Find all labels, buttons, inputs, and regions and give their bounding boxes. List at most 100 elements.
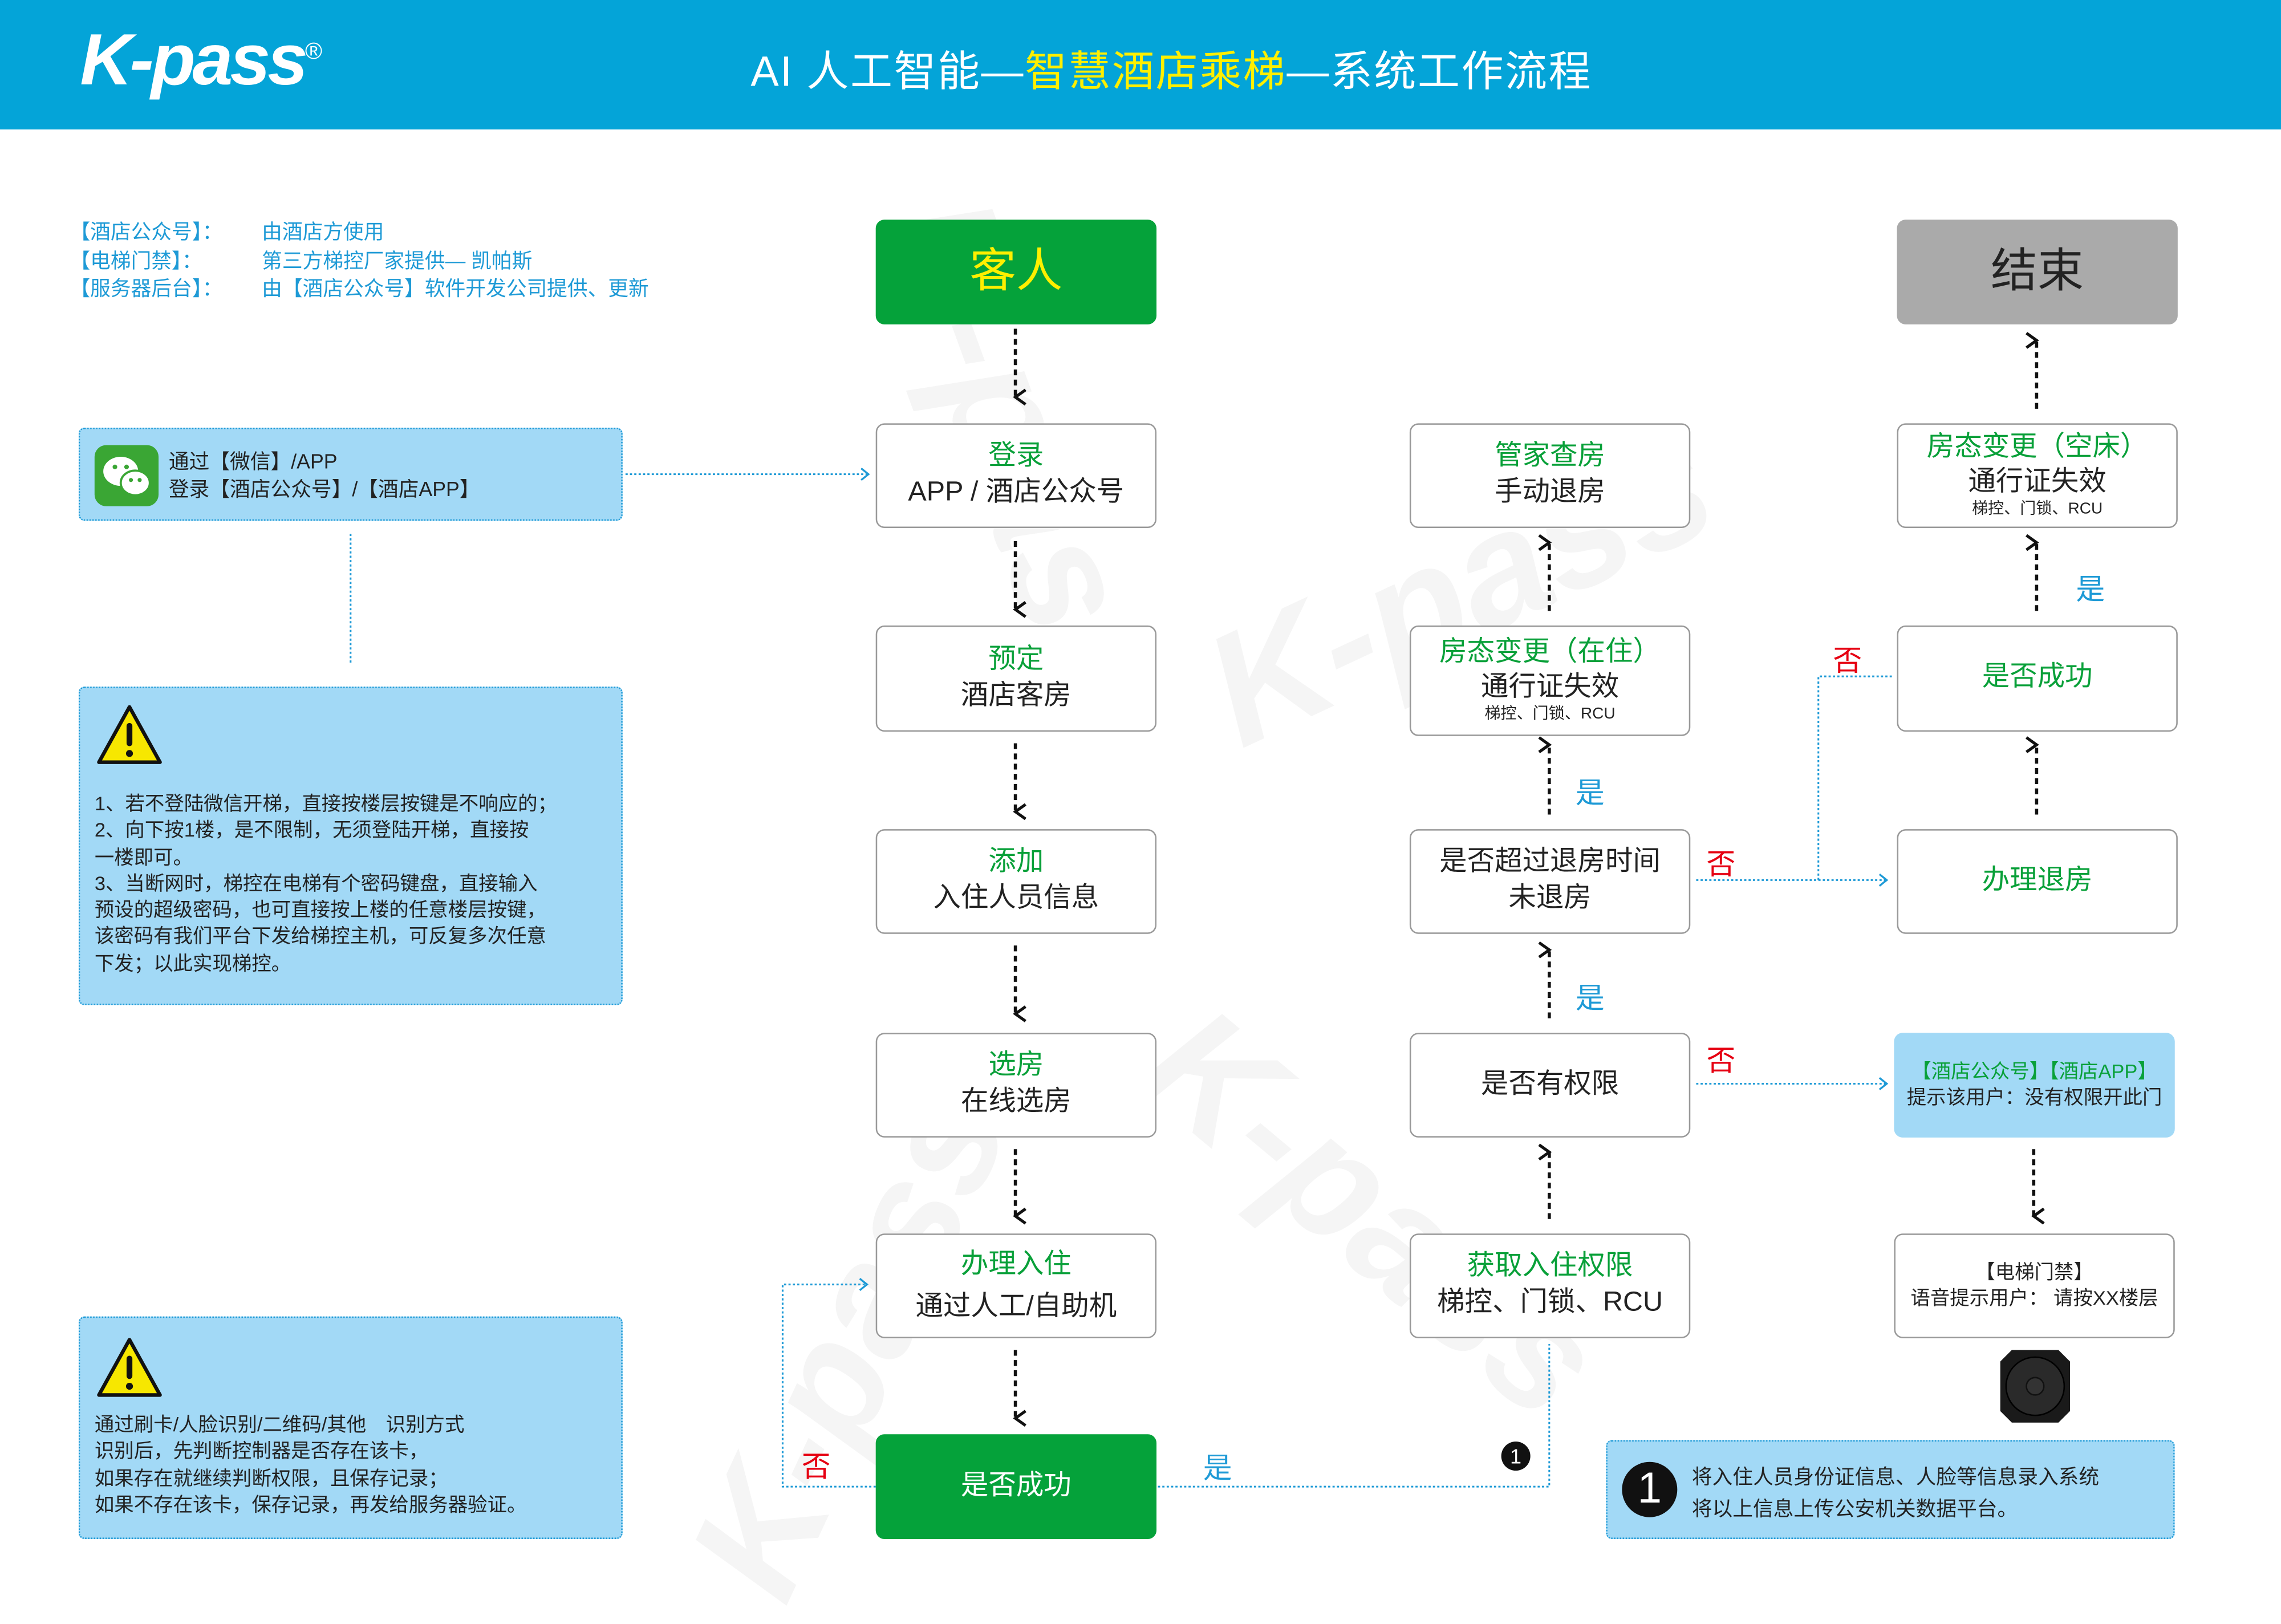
- registered-mark: ®: [305, 39, 322, 65]
- warning-note-recognition: 通过刷卡/人脸识别/二维码/其他 识别方式 识别后，先判断控制器是否存在该卡， …: [78, 1316, 623, 1539]
- node-get-permission: 获取入住权限梯控、门锁、RCU: [1409, 1233, 1691, 1338]
- header-bar: K-pass® AI 人工智能—智慧酒店乘梯—系统工作流程: [0, 0, 2281, 130]
- arrow-retry: [781, 1278, 876, 1488]
- note-line: 该密码有我们平台下发给梯控主机，可反复多次任意: [94, 925, 546, 948]
- connector-no: [1817, 675, 1894, 880]
- note-line: 如果存在就继续判断权限，且保存记录；: [94, 1467, 448, 1489]
- node-checkout: 办理退房: [1897, 829, 2178, 934]
- node-checkout-success: 是否成功: [1897, 625, 2178, 732]
- label-no: 否: [1706, 1046, 1736, 1078]
- legend-key: 【服务器后台】：: [70, 276, 223, 300]
- legend-row: 【酒店公众号】： 由酒店方使用: [70, 217, 384, 246]
- node-subtitle: 通行证失效: [1480, 672, 1620, 703]
- note-line: 通过刷卡/人脸识别/二维码/其他 识别方式: [94, 1414, 465, 1436]
- legend-value: 第三方梯控厂家提供— 凯帕斯: [262, 249, 533, 273]
- warning-icon: [97, 705, 162, 764]
- node-subtitle: 酒店客房: [960, 680, 1071, 711]
- step-marker: 1: [1501, 1442, 1531, 1471]
- legend-row: 【服务器后台】： 由【酒店公众号】软件开发公司提供、更新: [70, 274, 648, 303]
- node-permission-check: 是否有权限: [1409, 1033, 1691, 1138]
- node-no-permission-prompt: 【酒店公众号】【酒店APP】提示该用户：没有权限开此门: [1894, 1033, 2175, 1138]
- footnote-box: 1 将入住人员身份证信息、人脸等信息录入系统 将以上信息上传公安机关数据平台。: [1606, 1440, 2175, 1539]
- legend-key: 【电梯门禁】：: [70, 249, 202, 273]
- speaker-icon: [2000, 1350, 2071, 1423]
- node-add-guest: 添加入住人员信息: [875, 829, 1157, 934]
- label-yes: 是: [1575, 778, 1605, 810]
- node-title: 管家查房: [1495, 441, 1606, 472]
- node-end: 结束: [1897, 220, 2178, 324]
- title-prefix: AI 人工智能—: [750, 49, 1025, 96]
- node-elevator-voice: 【电梯门禁】语音提示用户： 请按XX楼层: [1894, 1233, 2175, 1338]
- wechat-login-note: 通过【微信】/APP 登录【酒店公众号】/【酒店APP】: [78, 427, 623, 521]
- node-title: 登录: [988, 441, 1044, 472]
- label-no: 否: [801, 1451, 831, 1484]
- wechat-icon: [94, 445, 159, 506]
- note-line: 识别后，先判断控制器是否存在该卡，: [94, 1440, 429, 1463]
- note-line: 1、若不登陆微信开梯，直接按楼层按键是不响应的；: [94, 793, 558, 815]
- label-no: 否: [1706, 849, 1736, 882]
- node-subtitle: 在线选房: [960, 1086, 1071, 1118]
- node-title: 房态变更（在住）: [1439, 638, 1661, 668]
- note-line: 预设的超级密码，也可直接按上楼的任意楼层按键，: [94, 899, 546, 921]
- node-book: 预定酒店客房: [875, 625, 1157, 732]
- node-subtitle: 通过人工/自助机: [915, 1292, 1117, 1322]
- title-highlight: 智慧酒店乘梯: [1025, 49, 1287, 96]
- warning-note-elevator: 1、若不登陆微信开梯，直接按楼层按键是不响应的； 2、向下按1楼，是不限制，无须…: [78, 687, 623, 1005]
- note-line: 一楼即可。: [94, 846, 193, 868]
- node-label: 结束: [1991, 245, 2084, 297]
- node-status-vacant: 房态变更（空床）通行证失效梯控、门锁、RCU: [1897, 423, 2178, 529]
- label-yes: 是: [1203, 1453, 1232, 1485]
- page-title: AI 人工智能—智慧酒店乘梯—系统工作流程: [750, 38, 1592, 99]
- node-subtitle: APP / 酒店公众号: [908, 477, 1125, 508]
- note-line: 2、向下按1楼，是不限制，无须登陆开梯，直接按: [94, 819, 529, 842]
- kpass-logo: K-pass®: [80, 18, 322, 102]
- legend-value: 由酒店方使用: [262, 220, 384, 243]
- node-subtitle: 语音提示用户： 请按XX楼层: [1910, 1287, 2158, 1309]
- node-label: 是否成功: [960, 1470, 1071, 1501]
- node-label: 是否成功: [1982, 662, 2093, 693]
- node-label: 客人: [969, 245, 1063, 297]
- note-line: 下发；以此实现梯控。: [94, 952, 291, 975]
- node-subtitle: 手动退房: [1495, 477, 1606, 508]
- note-line: 如果不存在该卡，保存记录，再发给服务器验证。: [94, 1493, 527, 1516]
- node-subtitle: 提示该用户：没有权限开此门: [1906, 1086, 2162, 1109]
- node-subtitle: 梯控、门锁、RCU: [1437, 1287, 1663, 1318]
- node-title: 房态变更（空床）: [1926, 432, 2148, 464]
- node-detail: 梯控、门锁、RCU: [1972, 500, 2103, 518]
- node-overdue-check: 是否超过退房时间未退房: [1409, 829, 1691, 934]
- label-yes: 是: [2076, 574, 2105, 607]
- node-subtitle: 入住人员信息: [933, 883, 1099, 914]
- node-status-occupied: 房态变更（在住） 通行证失效梯控、门锁、RCU: [1409, 625, 1691, 736]
- node-title: 办理入住: [960, 1249, 1071, 1280]
- note-line: 将以上信息上传公安机关数据平台。: [1691, 1496, 2018, 1520]
- node-title: 添加: [988, 847, 1044, 878]
- node-subtitle: 通行证失效: [1968, 467, 2107, 498]
- title-suffix: —系统工作流程: [1286, 49, 1593, 96]
- node-checkin: 办理入住通过人工/自助机: [875, 1233, 1157, 1338]
- node-login: 登录 APP / 酒店公众号: [875, 423, 1157, 529]
- connector-yes: [1158, 1344, 1551, 1488]
- node-checkin-success: 是否成功: [875, 1434, 1157, 1539]
- node-label: 办理退房: [1982, 864, 2093, 896]
- node-subtitle: 未退房: [1508, 883, 1592, 914]
- note-line: 通过【微信】/APP: [168, 449, 338, 473]
- warning-icon: [97, 1338, 162, 1397]
- node-select-room: 选房在线选房: [875, 1033, 1157, 1138]
- node-label: 是否有权限: [1480, 1069, 1620, 1099]
- label-no: 否: [1833, 645, 1862, 678]
- node-title: 选房: [988, 1050, 1044, 1082]
- node-detail: 梯控、门锁、RCU: [1484, 705, 1616, 723]
- node-title: 【酒店公众号】【酒店APP】: [1911, 1061, 2157, 1083]
- node-butler-check: 管家查房手动退房: [1409, 423, 1691, 529]
- node-title: 获取入住权限: [1467, 1251, 1633, 1282]
- label-yes: 是: [1575, 983, 1605, 1016]
- logo-text: K-pass: [80, 19, 308, 101]
- legend-row: 【电梯门禁】： 第三方梯控厂家提供— 凯帕斯: [70, 246, 532, 275]
- legend-key: 【酒店公众号】：: [70, 220, 223, 243]
- note-line: 将入住人员身份证信息、人脸等信息录入系统: [1691, 1464, 2100, 1488]
- node-title: 预定: [988, 644, 1044, 675]
- node-title: 【电梯门禁】: [1975, 1261, 2093, 1284]
- legend-value: 由【酒店公众号】软件开发公司提供、更新: [262, 276, 649, 300]
